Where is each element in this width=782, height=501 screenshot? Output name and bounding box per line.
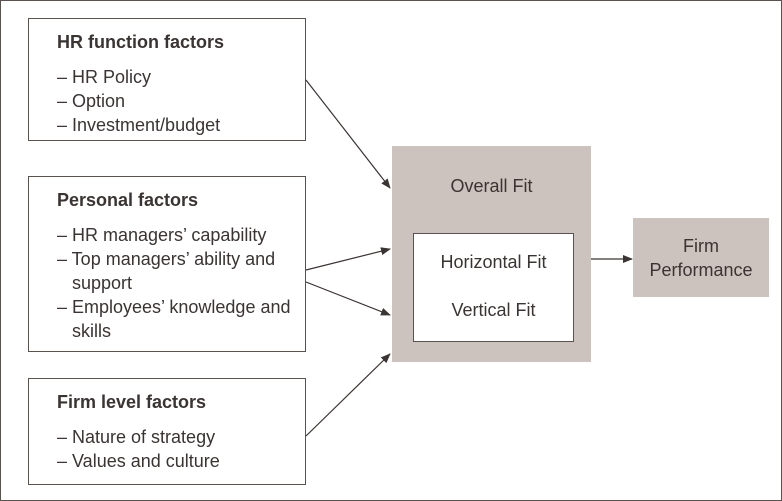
fit-inner-box: Horizontal Fit Vertical Fit — [413, 233, 574, 342]
factor-title: Personal factors — [57, 190, 199, 210]
factor-item: – Nature of strategy — [57, 427, 216, 447]
factor-item: – Top managers’ ability and support — [57, 249, 276, 293]
factor-title: Firm level factors — [57, 392, 207, 412]
factor-item: – HR Policy — [57, 67, 152, 87]
horizontal-fit-label: Horizontal Fit — [440, 252, 547, 272]
factor-item: – Employees’ knowledge and skills — [57, 297, 291, 341]
factor-title: HR function factors — [57, 32, 225, 52]
arrow-personal-to-overall-lower — [305, 281, 391, 316]
factor-item: – Values and culture — [57, 451, 220, 471]
firm-performance-line2: Performance — [649, 260, 753, 280]
firm-performance-line1: Firm — [683, 236, 719, 256]
factor-item: – Investment/budget — [57, 115, 221, 135]
arrow-firm-to-overall — [305, 353, 391, 437]
factor-item: – HR managers’ capability — [57, 225, 267, 245]
factor-item: – Option — [57, 91, 126, 111]
personal-factors-box: Personal factors – HR managers’ capabili… — [28, 176, 306, 352]
arrow-hr-to-overall — [305, 79, 391, 189]
arrow-personal-to-overall-upper — [305, 247, 391, 271]
firm-level-factors-box: Firm level factors – Nature of strategy … — [28, 378, 306, 485]
overall-fit-label: Overall Fit — [450, 176, 533, 196]
vertical-fit-label: Vertical Fit — [451, 300, 536, 320]
hr-function-factors-box: HR function factors – HR Policy – Option… — [28, 18, 306, 141]
firm-performance-box: Firm Performance — [633, 218, 769, 297]
